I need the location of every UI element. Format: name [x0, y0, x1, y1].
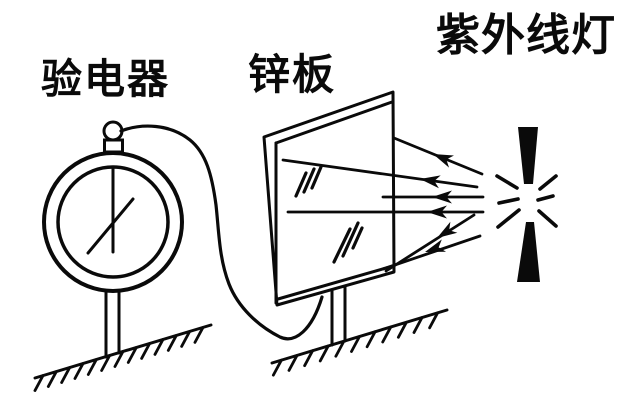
ground-hatch [318, 344, 330, 363]
uv-ray-6 [381, 234, 482, 271]
ground-hatch [365, 330, 377, 349]
electroscope-label: 验电器 [41, 56, 170, 102]
ground-hatch [100, 354, 112, 372]
plate-outline [262, 90, 396, 307]
ground-hatch [412, 316, 424, 334]
ground-left [33, 323, 213, 392]
lamp-spark-stroke [497, 197, 520, 205]
plate-sheen-stroke [351, 226, 364, 250]
uv-ray-line [381, 234, 482, 271]
ground-hatch [153, 338, 165, 356]
lamp-lower-bulb [517, 222, 540, 282]
ground-hatch [287, 354, 299, 372]
ground-hatch [381, 325, 393, 344]
ray-arrowhead [420, 175, 441, 189]
zinc-plate [262, 90, 396, 347]
ground-hatch [86, 358, 98, 376]
ground-hatch [334, 339, 346, 358]
electroscope-terminal-ball [102, 120, 124, 142]
uv-ray-2 [281, 158, 479, 189]
uv-ray-4 [286, 205, 485, 219]
lamp-spark-stroke [495, 174, 519, 190]
ground-right [270, 308, 449, 377]
plate-sheen-stroke [332, 227, 352, 264]
plate-sheen-stroke [302, 167, 316, 194]
ground-hatch [33, 374, 45, 392]
lamp-upper-bulb [518, 127, 538, 184]
ground-hatch [303, 349, 315, 368]
ground-hatch [140, 342, 152, 360]
electroscope [42, 120, 184, 359]
plate-sheen-stroke [294, 171, 308, 198]
ray-arrowhead [433, 154, 454, 168]
uv-lamp [495, 127, 558, 282]
uv-ray-3 [381, 190, 485, 204]
ground-hatch [180, 330, 192, 348]
ray-arrowhead [425, 239, 447, 252]
lamp-spark-stroke [537, 209, 558, 228]
uv-ray-line [281, 158, 479, 189]
ground-hatch [60, 366, 72, 384]
lamp-spark-stroke [538, 174, 558, 191]
electroscope-neck [103, 138, 124, 154]
ground-hatch [126, 346, 138, 364]
plate-thickness-edge [276, 264, 395, 301]
ground-hatch [73, 362, 85, 380]
plate-sheen-stroke [341, 221, 360, 258]
ray-arrowhead [432, 190, 452, 204]
ground-hatch [166, 334, 178, 352]
uv-lamp-label: 紫外线灯 [436, 11, 616, 60]
connecting-wire [119, 124, 324, 341]
plate-sheen-stroke [310, 165, 323, 190]
ray-arrowhead [437, 221, 458, 238]
ground-hatch [46, 370, 58, 388]
ground-hatch [350, 335, 361, 353]
ground-hatch [428, 311, 440, 330]
lamp-spark-stroke [496, 208, 521, 229]
ground-hatch [396, 320, 408, 339]
ground-hatch [271, 358, 283, 377]
ground-hatch [193, 326, 205, 344]
zinc-plate-label: 锌板 [248, 53, 337, 99]
ground-hatch [113, 350, 125, 368]
uv-ray-1 [392, 136, 484, 176]
electroscope-needle [86, 197, 135, 255]
lamp-spark-stroke [536, 194, 555, 202]
plate-thickness-edge [274, 100, 394, 145]
ray-arrowhead [427, 205, 447, 219]
